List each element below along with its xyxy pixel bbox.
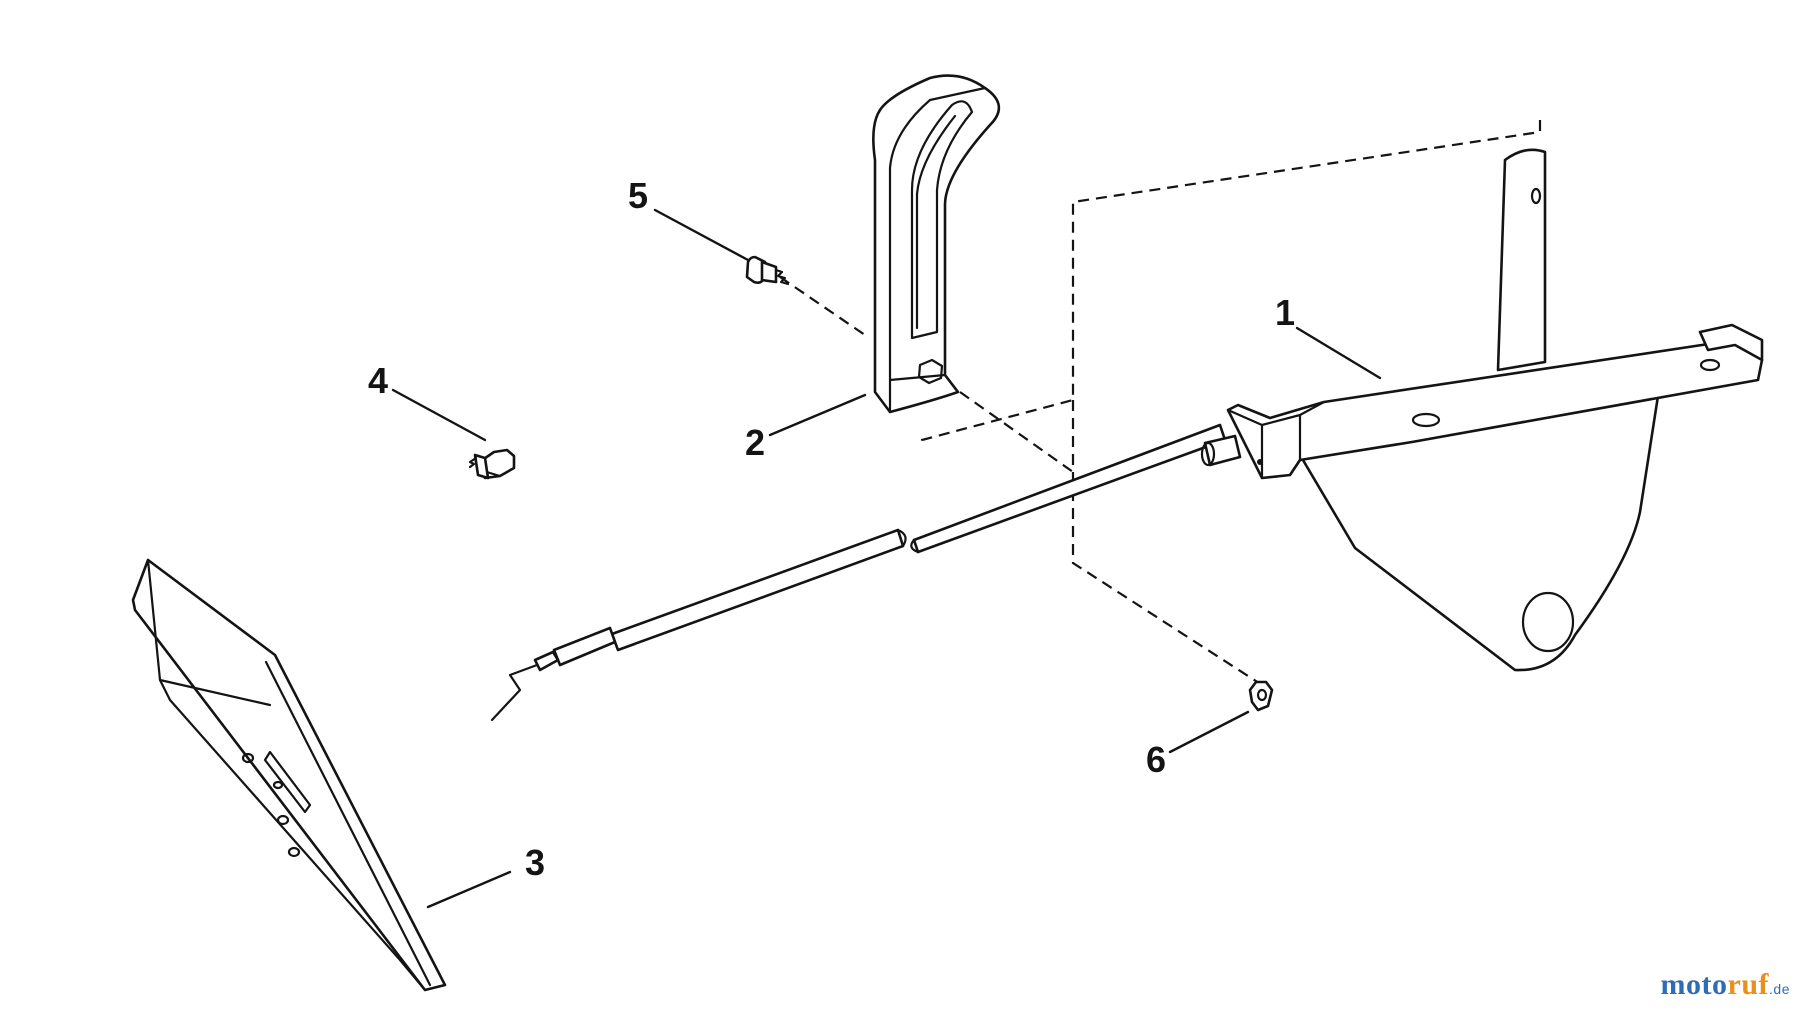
control-cable xyxy=(490,423,1242,722)
lever-slotted xyxy=(872,74,1001,414)
callout-3: 3 xyxy=(525,842,545,883)
callout-1: 1 xyxy=(1275,292,1295,333)
callout-2: 2 xyxy=(745,422,765,463)
screw-hex-washer xyxy=(468,448,516,480)
leader-6 xyxy=(1168,710,1250,754)
leader-5 xyxy=(653,208,750,262)
mounting-bracket xyxy=(1226,148,1764,672)
leader-3 xyxy=(426,870,512,909)
nut-hex xyxy=(1248,680,1274,712)
watermark-logo: motoruf.de xyxy=(1660,968,1790,1001)
leader-4 xyxy=(391,388,487,442)
callout-5: 5 xyxy=(628,175,648,216)
callout-4: 4 xyxy=(368,360,388,401)
callout-6: 6 xyxy=(1146,739,1166,780)
leader-1 xyxy=(1295,326,1382,380)
callout-labels: 1 2 3 4 5 6 xyxy=(368,175,1295,883)
pedal xyxy=(131,558,447,992)
bolt-shoulder xyxy=(745,255,790,286)
leader-2 xyxy=(768,393,867,437)
assembly-guide-lines xyxy=(779,120,1542,686)
callout-leaders xyxy=(391,208,1382,909)
